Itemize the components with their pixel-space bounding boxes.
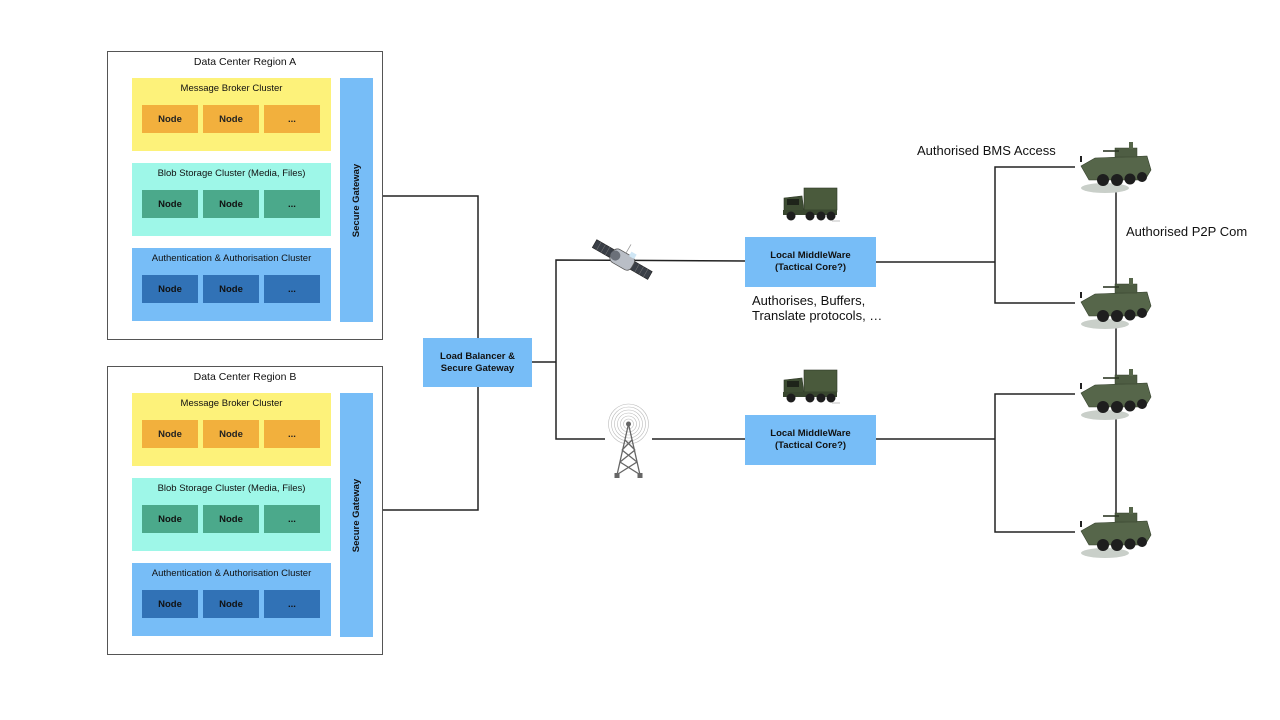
radio-tower-icon (608, 403, 649, 478)
satellite-icon (591, 239, 653, 280)
cluster-title: Authentication & Authorisation Cluster (151, 568, 312, 579)
data-center-region-b: Data Center Region B Message Broker Clus… (107, 366, 383, 655)
node[interactable]: Node (203, 420, 259, 448)
middleware-subtitle: (Tactical Core?) (774, 262, 847, 273)
blob-storage-cluster: Blob Storage Cluster (Media, Files) Node… (132, 478, 331, 551)
node[interactable]: Node (203, 105, 259, 133)
secure-gateway[interactable]: Secure Gateway (340, 78, 373, 322)
bms-access-label: Authorised BMS Access (917, 143, 1056, 158)
middleware-subtitle: (Tactical Core?) (774, 440, 847, 451)
node-more[interactable]: ... (264, 275, 320, 303)
load-balancer-box[interactable]: Load Balancer & Secure Gateway (423, 338, 532, 387)
message-broker-cluster: Message Broker Cluster Node Node ... (132, 393, 331, 466)
link-tower-branch (555, 362, 605, 440)
middleware-note-line1: Authorises, Buffers, (752, 293, 866, 308)
node-more[interactable]: ... (264, 105, 320, 133)
blob-storage-cluster: Blob Storage Cluster (Media, Files) Node… (132, 163, 331, 236)
link-mw1-fork (994, 166, 1075, 304)
node[interactable]: Node (203, 505, 259, 533)
armored-vehicle-icon (1080, 278, 1152, 329)
armored-vehicle-icon (1080, 507, 1152, 558)
load-balancer-line2: Secure Gateway (440, 362, 515, 374)
node[interactable]: Node (142, 105, 198, 133)
data-center-region-a: Data Center Region A Message Broker Clus… (107, 51, 383, 340)
message-broker-cluster: Message Broker Cluster Node Node ... (132, 78, 331, 151)
node[interactable]: Node (203, 590, 259, 618)
cluster-title: Authentication & Authorisation Cluster (151, 253, 312, 264)
load-balancer-line1: Load Balancer & (440, 350, 515, 362)
node-more[interactable]: ... (264, 505, 320, 533)
node-more[interactable]: ... (264, 590, 320, 618)
node[interactable]: Node (142, 505, 198, 533)
middleware-title: Local MiddleWare (770, 428, 851, 439)
military-truck-icon (783, 369, 840, 404)
secure-gateway-label: Secure Gateway (351, 163, 362, 237)
node[interactable]: Node (142, 590, 198, 618)
node-more[interactable]: ... (264, 190, 320, 218)
armored-vehicle-icon (1080, 369, 1152, 420)
local-middleware-1[interactable]: Local MiddleWare (Tactical Core?) (745, 237, 876, 287)
node[interactable]: Node (203, 190, 259, 218)
region-title: Data Center Region B (193, 371, 297, 383)
middleware-note-line2: Translate protocols, … (752, 308, 883, 323)
auth-cluster: Authentication & Authorisation Cluster N… (132, 563, 331, 636)
middleware-title: Local MiddleWare (770, 250, 851, 261)
region-title: Data Center Region A (193, 56, 297, 68)
armored-vehicle-icon (1080, 142, 1152, 193)
node[interactable]: Node (142, 190, 198, 218)
link-mw2-fork (994, 393, 1075, 533)
cluster-title: Message Broker Cluster (180, 83, 283, 94)
secure-gateway[interactable]: Secure Gateway (340, 393, 373, 637)
node[interactable]: Node (142, 420, 198, 448)
secure-gateway-label: Secure Gateway (351, 478, 362, 552)
military-truck-icon (783, 187, 840, 222)
cluster-title: Blob Storage Cluster (Media, Files) (157, 168, 306, 179)
link-satellite-branch (555, 259, 746, 362)
link-region-a-to-lb (383, 195, 479, 338)
auth-cluster: Authentication & Authorisation Cluster N… (132, 248, 331, 321)
node[interactable]: Node (142, 275, 198, 303)
node[interactable]: Node (203, 275, 259, 303)
p2p-com-label: Authorised P2P Com (1126, 224, 1248, 239)
local-middleware-2[interactable]: Local MiddleWare (Tactical Core?) (745, 415, 876, 465)
cluster-title: Blob Storage Cluster (Media, Files) (157, 483, 306, 494)
cluster-title: Message Broker Cluster (180, 398, 283, 409)
middleware-note: Authorises, Buffers, Translate protocols… (752, 293, 882, 323)
link-region-b-to-lb (383, 387, 479, 511)
node-more[interactable]: ... (264, 420, 320, 448)
